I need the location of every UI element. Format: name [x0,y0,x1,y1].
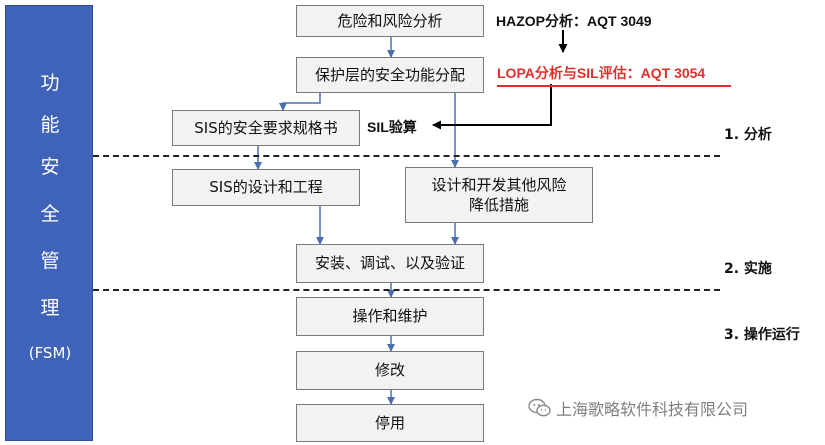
box-other-line1: 设计和开发其他风险 [431,176,567,194]
sidebar-char: 安 [40,156,60,178]
phase-label-analysis: 1. 分析 [724,127,772,143]
watermark: 上海歌略软件科技有限公司 [528,396,820,420]
watermark-text: 上海歌略软件科技有限公司 [556,400,749,419]
sidebar-char: 理 [40,297,60,319]
sidebar-char: 全 [40,203,60,225]
sidebar-char-fsm: (FSM) [28,344,72,362]
sidebar-char: 能 [40,114,60,136]
box-hazard-risk-analysis: 危险和风险分析 [296,5,484,37]
sidebar-char: 功 [40,72,60,94]
box-sis-design-engineering: SIS的设计和工程 [172,169,360,206]
box-protection-layer-allocation: 保护层的安全功能分配 [296,57,484,93]
note-lopa-underline [497,85,731,87]
note-sil-verification: SIL验算 [367,119,417,135]
box-operate-maintain: 操作和维护 [296,297,484,336]
phase-label-operation: 3. 操作运行 [724,327,800,343]
box-install-commission-validate: 安装、调试、以及验证 [296,244,484,283]
sidebar-char: 管 [40,250,60,272]
box-modify: 修改 [296,351,484,390]
wechat-icon [528,398,551,417]
phase-divider [93,155,720,157]
phase-label-implementation: 2. 实施 [724,261,772,277]
arrow-protection-to-srs [279,93,321,111]
note-hazop: HAZOP分析：AQT 3049 [496,13,652,29]
box-sis-safety-requirements: SIS的安全要求规格书 [172,110,360,146]
note-lopa: LOPA分析与SIL评估：AQT 3054 [497,65,706,81]
box-other-risk-reduction: 设计和开发其他风险 降低措施 [405,167,593,223]
box-other-line2: 降低措施 [468,196,529,214]
arrow-lopa-to-sil [432,84,552,130]
phase-divider [93,289,720,291]
sidebar-fsm: 功 能 安 全 管 理 (FSM) [5,5,93,441]
box-decommission: 停用 [296,404,484,442]
